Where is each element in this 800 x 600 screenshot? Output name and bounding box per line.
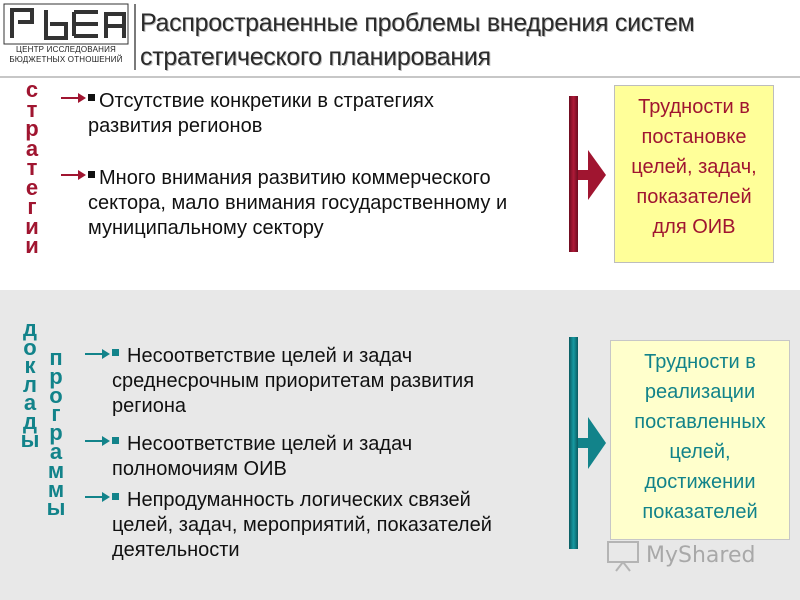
page-title: Распространенные проблемы внедрения сист… xyxy=(140,6,790,74)
bullet-square-icon xyxy=(112,493,119,500)
arrow-icon xyxy=(61,170,86,180)
vertical-label-strategies: с т р а т е г и и xyxy=(25,77,39,258)
bullet-square-icon xyxy=(88,171,95,178)
vertical-label-programs: п р о г р а м м ы xyxy=(46,345,66,521)
bullet-square-icon xyxy=(112,437,119,444)
arrow-icon xyxy=(85,349,110,359)
title-line-1: Распространенные проблемы внедрения сист… xyxy=(140,9,695,37)
bullet-item: Отсутствие конкретики в стратегиях разви… xyxy=(88,90,434,137)
arrow-icon xyxy=(61,93,86,103)
title-rule xyxy=(0,76,800,78)
bullet-square-icon xyxy=(112,349,119,356)
header-divider xyxy=(134,4,136,70)
title-line-2: стратегического планирования xyxy=(140,43,491,71)
logo-caption: ЦЕНТР ИССЛЕДОВАНИЯ БЮДЖЕТНЫХ ОТНОШЕНИЙ xyxy=(9,45,123,64)
vertical-label-reports: д о к л а д ы xyxy=(20,316,40,452)
arrow-icon xyxy=(85,436,110,446)
result-box-goals: Трудности в постановке целей, задач, пок… xyxy=(614,85,774,263)
bracket-arrow-icon xyxy=(569,337,606,549)
presentation-board-icon xyxy=(607,541,639,572)
bullet-item: Несоответствие целей и задач полномочиям… xyxy=(112,433,413,480)
arrow-icon xyxy=(85,492,110,502)
result-box-implementation: Трудности в реализации поставленных целе… xyxy=(610,340,790,540)
bracket-arrow-icon xyxy=(569,96,606,252)
watermark-text: MyShared xyxy=(646,543,756,568)
bullet-item: Несоответствие целей и задач среднесрочн… xyxy=(112,345,475,417)
logo xyxy=(3,3,129,45)
bullet-item: Непродуманность логических связей целей,… xyxy=(112,489,492,561)
bullet-item: Много внимания развитию коммерческого се… xyxy=(88,167,508,239)
bullet-square-icon xyxy=(88,94,95,101)
